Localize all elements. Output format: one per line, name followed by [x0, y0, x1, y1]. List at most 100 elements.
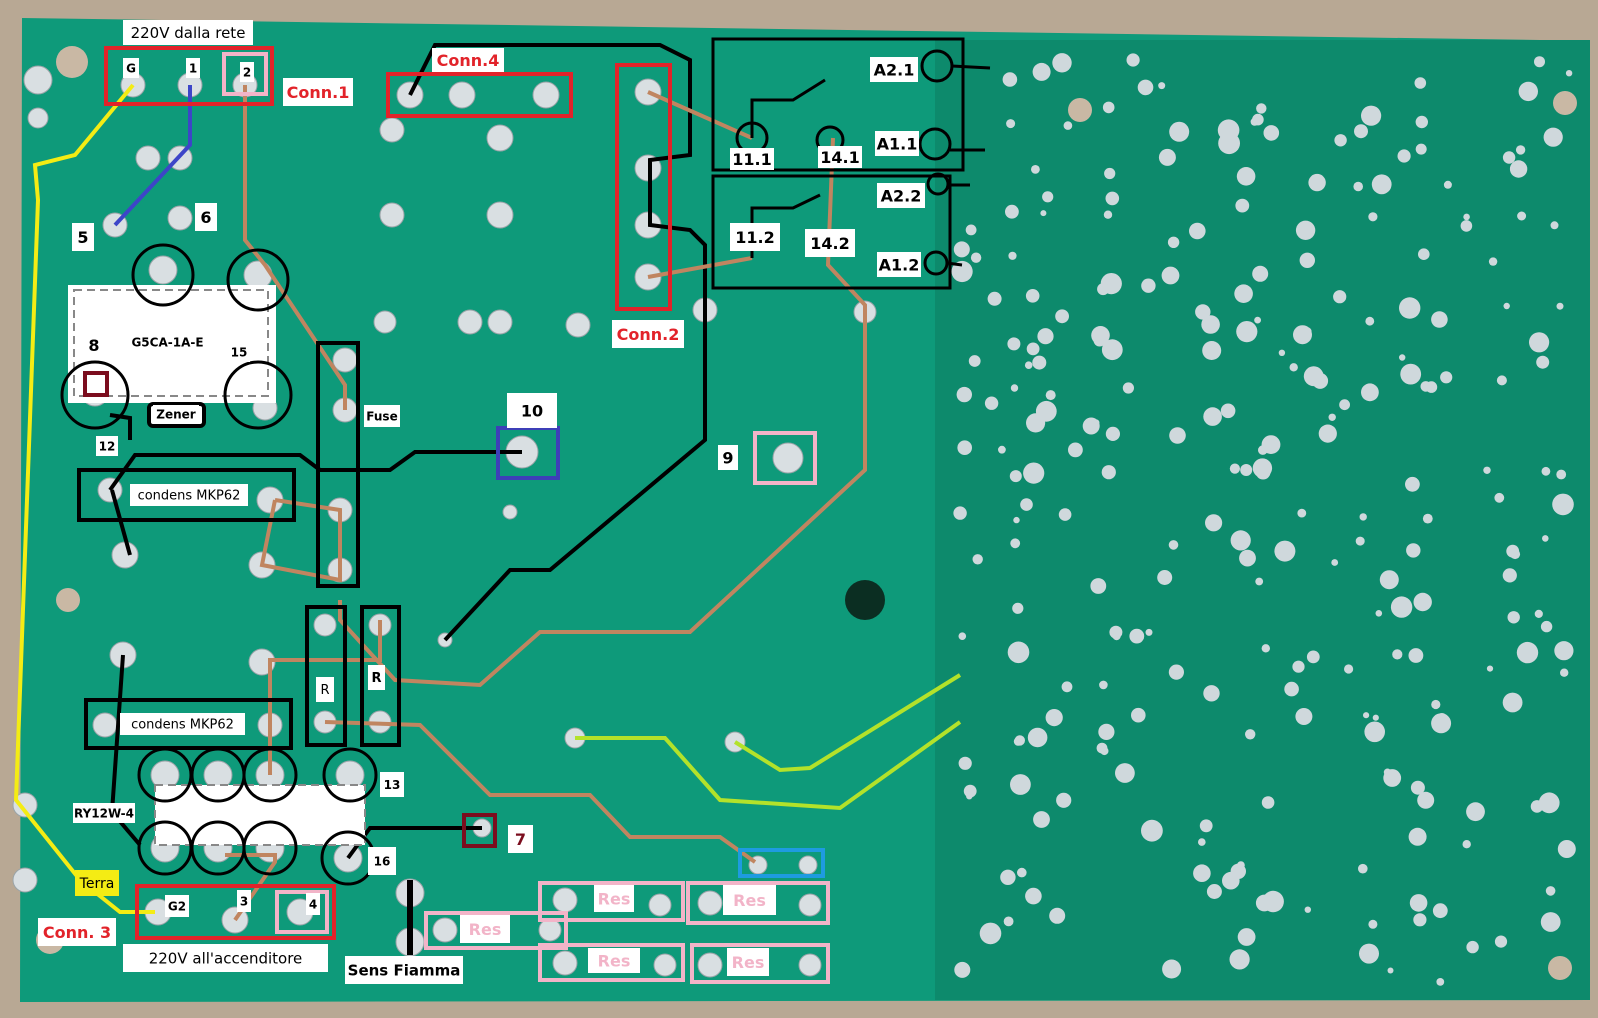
solder-pad	[92, 712, 118, 738]
label-point-15-text: 15	[231, 345, 248, 359]
solder-pad	[984, 396, 999, 410]
terminal-a1-1	[918, 127, 952, 161]
label-res-2-bg	[723, 885, 776, 915]
label-point-16-text: 16	[374, 854, 391, 868]
label-mains-in: 220V dalla rete	[123, 20, 253, 45]
relay-block-2	[711, 174, 952, 290]
solder-pad	[1295, 708, 1313, 725]
solder-pad	[1517, 211, 1527, 221]
label-res-3-bg	[460, 915, 510, 943]
solder-pad	[1126, 53, 1140, 67]
label-resistor-a: R	[316, 677, 334, 702]
label-a1-2-bg	[877, 252, 921, 277]
label-point-16: 16	[368, 847, 396, 875]
solder-pad	[1409, 894, 1428, 912]
conn3-box[interactable]	[135, 884, 336, 940]
solder-pad	[23, 65, 53, 95]
solder-pad	[565, 312, 591, 338]
solder-pad	[1529, 332, 1550, 353]
solder-pad	[1097, 283, 1110, 296]
solder-pad	[538, 918, 562, 942]
label-conn1-pin-g-bg	[123, 58, 139, 78]
solder-pad	[1112, 632, 1121, 641]
solder-pad	[987, 291, 1002, 306]
solder-pad	[970, 252, 982, 263]
solder-pad	[1049, 907, 1066, 924]
label-conn1-pin-g-text: G	[126, 61, 136, 75]
wire-brown-conn2-bottom	[647, 256, 753, 279]
solder-pad	[1483, 466, 1491, 474]
solder-pad	[1443, 180, 1452, 189]
label-point-5: 5	[72, 223, 94, 251]
label-cap1-text: condens MKP62	[138, 489, 241, 504]
solder-pad	[1503, 302, 1510, 310]
solder-pad	[1331, 559, 1339, 566]
solder-pad	[1052, 53, 1072, 73]
label-point-5-bg	[72, 223, 94, 251]
label-a2-2: A2.2	[877, 183, 925, 208]
label-conn1: Conn.1	[283, 78, 353, 106]
solder-pad	[1009, 470, 1022, 483]
solder-pad	[1540, 620, 1553, 633]
label-conn3-pin-g2-text: G2	[168, 899, 186, 913]
cyan-pad-box	[738, 848, 825, 878]
solder-pad	[1141, 819, 1163, 842]
solder-pad	[1262, 890, 1284, 913]
solder-pad	[1318, 424, 1337, 443]
solder-pad	[1020, 498, 1033, 511]
label-res-5: Res	[727, 948, 769, 976]
label-conn1-pin-g: G	[123, 58, 139, 78]
point-9-box	[753, 431, 817, 485]
label-conn1-pin-1: 1	[186, 58, 200, 78]
solder-pad	[1502, 568, 1517, 583]
cap2-box	[84, 698, 293, 750]
wire-brown-14	[338, 137, 867, 688]
solder-pad	[697, 890, 723, 916]
label-igniter-out-bg	[123, 944, 328, 972]
label-conn4-text: Conn.4	[437, 51, 500, 70]
label-14-2-bg	[805, 229, 855, 257]
label-conn3-pin-g2-bg	[165, 895, 189, 917]
label-res-1-bg	[594, 885, 634, 912]
solder-pad	[1507, 611, 1520, 624]
solder-pad	[1229, 463, 1240, 474]
solder-pad	[1103, 210, 1113, 219]
label-ground-text: Terra	[79, 876, 115, 892]
wire-brown-r	[268, 620, 382, 775]
solder-pad	[12, 867, 38, 893]
label-relay1-text: G5CA-1A-E	[131, 335, 203, 349]
label-a1-1-bg	[875, 131, 919, 156]
solder-pad	[1308, 173, 1326, 192]
solder-pad	[1344, 664, 1354, 674]
label-conn3-pin-4-bg	[306, 893, 320, 915]
solder-pad	[1415, 115, 1429, 129]
solder-pad	[1518, 81, 1539, 102]
label-relay1-bg	[125, 332, 210, 352]
solder-pad	[1375, 610, 1383, 617]
solder-pad	[954, 961, 971, 978]
label-relay2-bg	[73, 803, 135, 823]
solder-pad	[1098, 723, 1115, 741]
label-conn3-pin-4: 4	[306, 893, 320, 915]
conn2-box[interactable]	[615, 63, 672, 311]
solder-pad	[1254, 316, 1261, 324]
solder-pad	[1278, 349, 1286, 356]
solder-pad	[1303, 366, 1324, 387]
mount-hole	[1548, 956, 1572, 980]
solder-pad	[1255, 464, 1271, 480]
solder-pad	[1026, 342, 1040, 356]
conn1-box[interactable]	[104, 46, 274, 106]
label-point-13: 13	[380, 772, 404, 797]
solder-pad	[1431, 713, 1452, 734]
label-res-2-text: Res	[733, 891, 766, 910]
label-11-2-bg	[730, 223, 780, 251]
solder-pad	[1010, 538, 1021, 549]
wire-brown-fuse	[243, 85, 347, 410]
solder-pad	[1496, 375, 1507, 386]
solder-pad	[1235, 198, 1250, 213]
relay1-pin-circle	[226, 248, 290, 312]
solder-pad	[1410, 780, 1425, 795]
conn4-box[interactable]	[386, 72, 573, 118]
solder-pad	[243, 260, 273, 290]
solder-pad	[1371, 174, 1392, 195]
